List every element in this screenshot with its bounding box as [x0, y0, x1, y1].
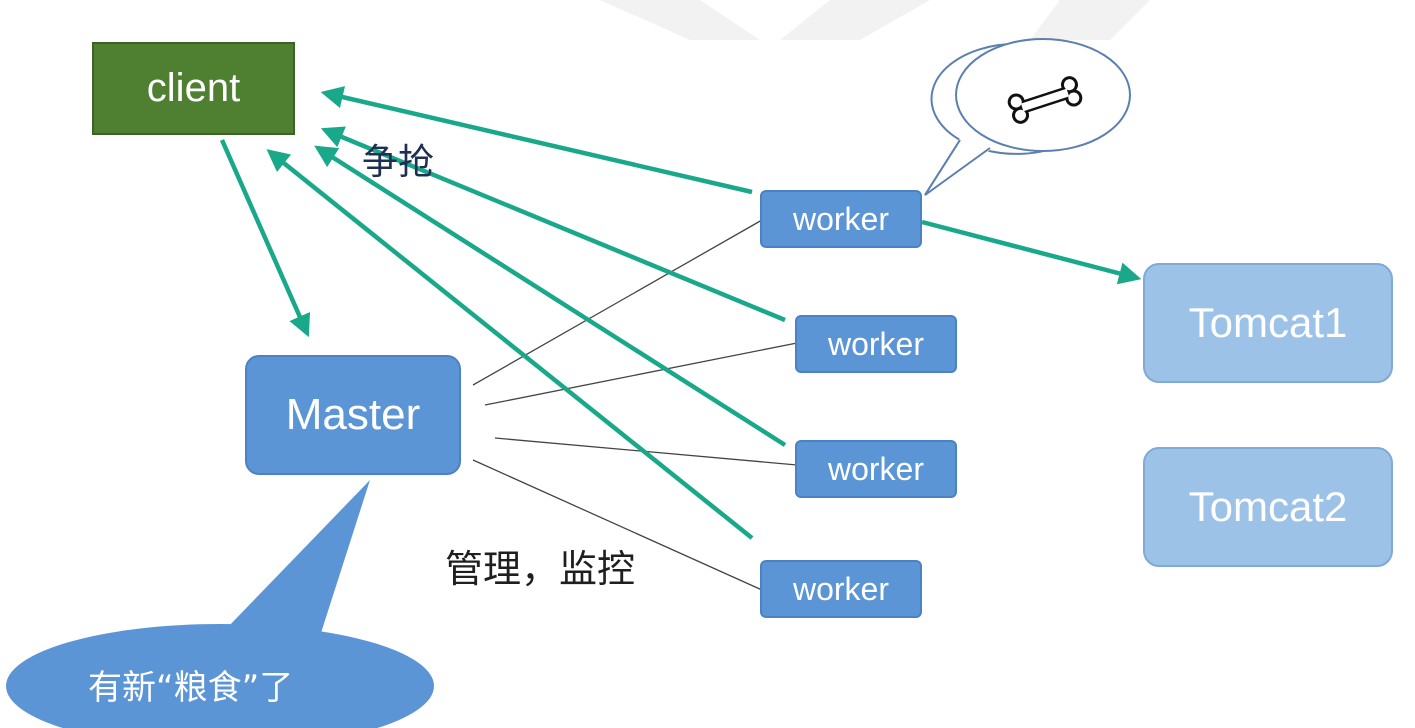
- watermark-shape: [600, 0, 1150, 40]
- manage-monitor-label: 管理，监控: [445, 547, 636, 591]
- connector-master-worker-1: [472, 219, 763, 386]
- arrow-worker1-to-tomcat1: [921, 219, 1142, 285]
- arrow-client-to-master: [219, 139, 311, 338]
- worker-node-4: worker: [760, 560, 922, 618]
- arrow-worker1-to-client: [320, 86, 753, 195]
- competition-arrows: [219, 86, 1142, 540]
- connector-master-worker-2: [484, 342, 798, 406]
- arrow-worker2-to-client: [320, 126, 786, 323]
- master-node: Master: [245, 355, 461, 475]
- tomcat2-node: Tomcat2: [1143, 447, 1393, 567]
- worker-node-1: worker: [760, 190, 922, 248]
- bone-icon: [1007, 76, 1083, 124]
- arrow-worker4-to-client: [266, 149, 754, 540]
- worker-node-3: worker: [795, 440, 957, 498]
- client-node: client: [92, 42, 295, 135]
- master-speech-bubble: [6, 480, 434, 728]
- worker-node-2: worker: [795, 315, 957, 373]
- compete-label: 争抢: [362, 142, 435, 183]
- tomcat1-node: Tomcat1: [1143, 263, 1393, 383]
- new-food-label: 有新“粮食”了: [88, 668, 294, 708]
- arrow-worker3-to-client: [314, 145, 787, 447]
- connector-master-worker-4: [472, 459, 763, 591]
- master-worker-connectors: [472, 219, 798, 591]
